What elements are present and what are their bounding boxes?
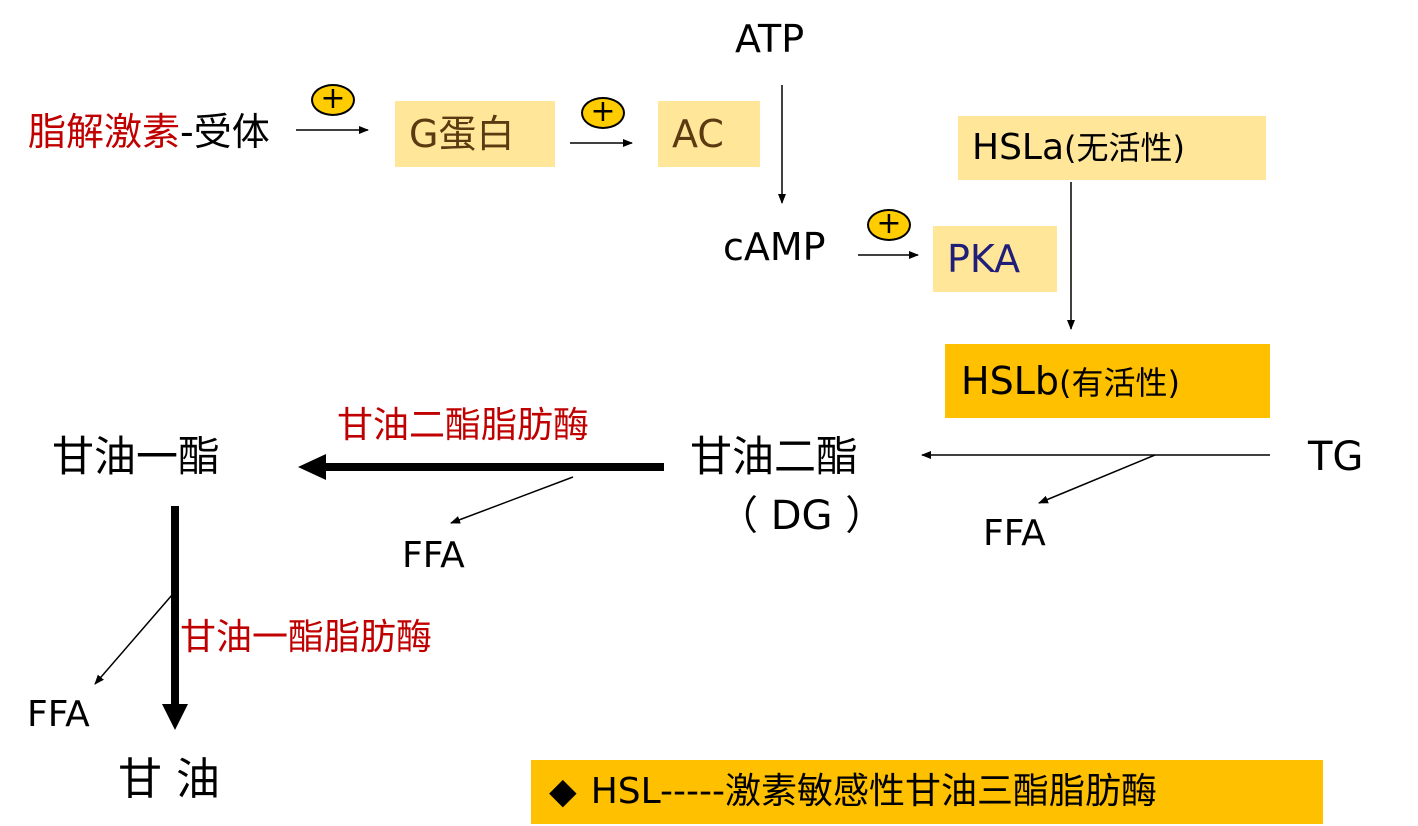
hsl-a-state-label: (无活性) [1064,129,1186,167]
arrow-dg-ffa [450,476,574,524]
tg-label: TG [1308,434,1364,480]
hormone-label: 脂解激素 [28,110,181,154]
hsl-b-label: HSLb [961,359,1059,403]
hsl-a-text: HSLa(无活性) [972,130,1185,166]
g-protein-box: G蛋白 [395,101,555,167]
hsl-a-box: HSLa(无活性) [958,116,1266,180]
pka-box: PKA [933,226,1057,292]
ffa-label-dg: FFA [402,535,465,576]
arrow-mg-to-glycerol-head [162,704,188,730]
glycerol-label: 甘 油 [118,754,220,805]
hsl-b-text: HSLb(有活性) [961,362,1180,400]
note-bullet-icon: ◆ [549,771,577,812]
arrow-dg-to-mg-head [298,454,326,480]
ffa-label-tg: FFA [983,513,1046,554]
atp-label: ATP [735,17,805,61]
arrow-mg-ffa [94,594,173,685]
hsl-definition-note: ◆ HSL-----激素敏感性甘油三酯脂肪酶 [531,760,1323,824]
hsl-b-state-label: (有活性) [1059,364,1180,402]
g-protein-label: G蛋白 [409,112,515,156]
receptor-label: -受体 [180,110,270,154]
ac-box: AC [658,101,760,167]
hsl-b-box: HSLb(有活性) [945,344,1270,418]
dg-abbr-label: （ DG ） [718,493,886,539]
hormone-receptor-label: 脂解激素-受体 [28,113,270,151]
plus-icon-pka: + [867,209,911,241]
plus-icon-ac: + [581,97,625,129]
mg-lipase-label: 甘油一酯脂肪酶 [180,617,433,658]
note-text: HSL-----激素敏感性甘油三酯脂肪酶 [590,771,1157,812]
dg-name-label: 甘油二酯 [690,432,859,481]
hsl-a-label: HSLa [972,127,1065,168]
mg-name-label: 甘油一酯 [52,432,221,481]
camp-label: cAMP [723,225,826,269]
pka-label: PKA [947,237,1021,281]
ac-label: AC [672,112,724,156]
ffa-label-mg: FFA [27,694,90,735]
arrow-tg-ffa [1038,454,1156,504]
plus-icon-gprotein: + [311,84,355,116]
dg-lipase-label: 甘油二酯脂肪酶 [337,405,590,446]
